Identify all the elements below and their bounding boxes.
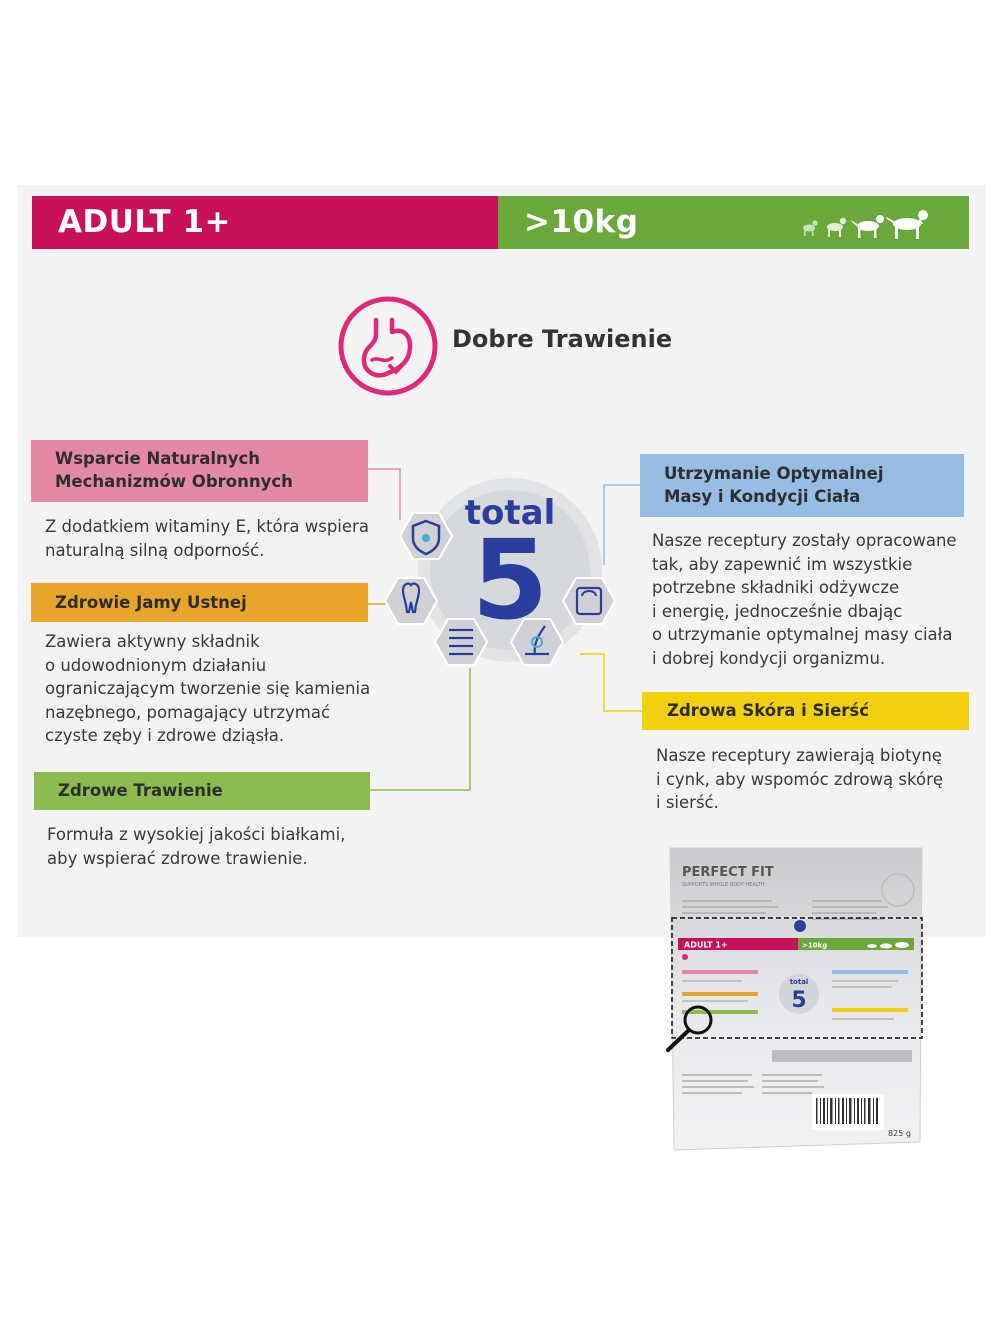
emblem-total: total <box>465 493 555 533</box>
package-emblem-number: 5 <box>791 988 806 1013</box>
benefit-oral-desc: Zawiera aktywny składnik o udowodnionym … <box>45 632 371 745</box>
benefit-immunity-title-1: Wsparcie Naturalnych <box>55 449 261 468</box>
benefit-immunity: Wsparcie Naturalnych Mechanizmów Obronny… <box>31 440 368 502</box>
benefit-weight-title-2: Masy i Kondycji Ciała <box>664 487 861 506</box>
weight-banner: >10kg <box>498 196 969 249</box>
benefit-oral: Zdrowie Jamy Ustnej <box>31 583 368 622</box>
package-emblem-total: total <box>790 978 809 986</box>
feature-title: Dobre Trawienie <box>452 325 673 353</box>
benefit-digestion-desc: Formuła z wysokiej jakości białkami, aby… <box>47 825 346 868</box>
hex-tooth <box>385 577 439 625</box>
benefit-immunity-desc: Z dodatkiem witaminy E, która wspiera na… <box>45 517 369 560</box>
weight-label: >10kg <box>524 204 639 240</box>
age-banner: ADULT 1+ <box>32 196 498 249</box>
package-brand: PERFECT FIT <box>682 865 774 880</box>
package-age-label: ADULT 1+ <box>684 941 728 950</box>
stomach-check-icon <box>338 296 438 396</box>
package-weight-label: >10kg <box>802 942 827 950</box>
magnifier-icon <box>666 1005 713 1052</box>
benefit-immunity-title-2: Mechanizmów Obronnych <box>55 472 293 491</box>
benefit-weight: Utrzymanie Optymalnej Masy i Kondycji Ci… <box>640 454 964 517</box>
package-weight: 825 g <box>888 1129 911 1138</box>
benefit-skin-desc: Nasze receptury zawierają biotynę i cynk… <box>656 746 944 812</box>
hex-skin <box>509 618 565 666</box>
hex-shield <box>398 512 454 560</box>
hex-intestine <box>433 618 489 666</box>
dog-sizes-icon <box>803 210 928 239</box>
benefit-skin: Zdrowa Skóra i Sierść <box>642 692 969 730</box>
hex-scale <box>561 577 615 625</box>
benefit-digestion: Zdrowe Trawienie <box>34 772 370 810</box>
package-thumbnail: PERFECT FIT SUPPORTS WHOLE BODY HEALTH A… <box>666 847 923 1151</box>
benefit-oral-title: Zdrowie Jamy Ustnej <box>55 593 247 612</box>
age-label: ADULT 1+ <box>58 204 232 240</box>
benefit-weight-title-1: Utrzymanie Optymalnej <box>664 464 884 483</box>
package-tagline: SUPPORTS WHOLE BODY HEALTH <box>682 882 765 888</box>
benefit-skin-title: Zdrowa Skóra i Sierść <box>667 701 870 720</box>
total-5-emblem: total 5 <box>385 478 615 666</box>
benefit-digestion-title: Zdrowe Trawienie <box>58 781 223 800</box>
benefit-weight-desc: Nasze receptury zostały opracowane tak, … <box>652 531 957 668</box>
